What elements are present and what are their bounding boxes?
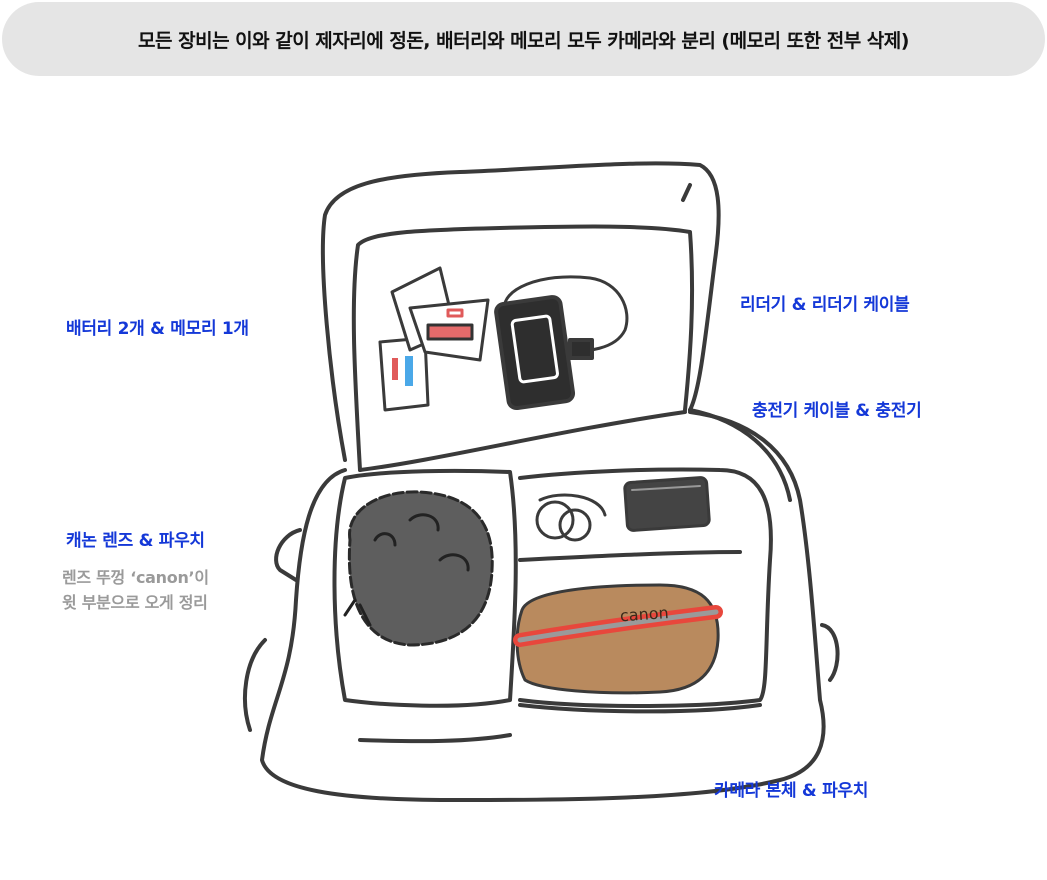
lens-pouch <box>343 490 494 647</box>
pouch-logo: canon <box>619 603 669 625</box>
bag-body <box>260 410 826 802</box>
lens-note-line-2: 윗 부분으로 오게 정리 <box>62 593 208 612</box>
bag-lid <box>320 161 721 462</box>
battery-memory-items <box>378 266 490 412</box>
label-camera-body: 카메라 본체 & 파우치 <box>714 781 869 801</box>
banner-text: 모든 장비는 이와 같이 제자리에 정돈, 배터리와 메모리 모두 카메라와 분… <box>138 29 909 52</box>
instruction-banner: 모든 장비는 이와 같이 제자리에 정돈, 배터리와 메모리 모두 카메라와 분… <box>2 2 1045 76</box>
label-battery-memory: 배터리 2개 & 메모리 1개 <box>66 319 249 339</box>
label-lens: 캐논 렌즈 & 파우치 <box>66 531 205 551</box>
lens-note-line-1: 렌즈 뚜껑 ‘canon’이 <box>62 568 209 587</box>
card-reader-with-cable <box>494 275 629 411</box>
camera-pouch: canon <box>513 583 723 695</box>
charger-and-cable <box>535 476 711 542</box>
label-card-reader: 리더기 & 리더기 케이블 <box>740 295 910 315</box>
label-charger: 충전기 케이블 & 충전기 <box>752 401 922 421</box>
